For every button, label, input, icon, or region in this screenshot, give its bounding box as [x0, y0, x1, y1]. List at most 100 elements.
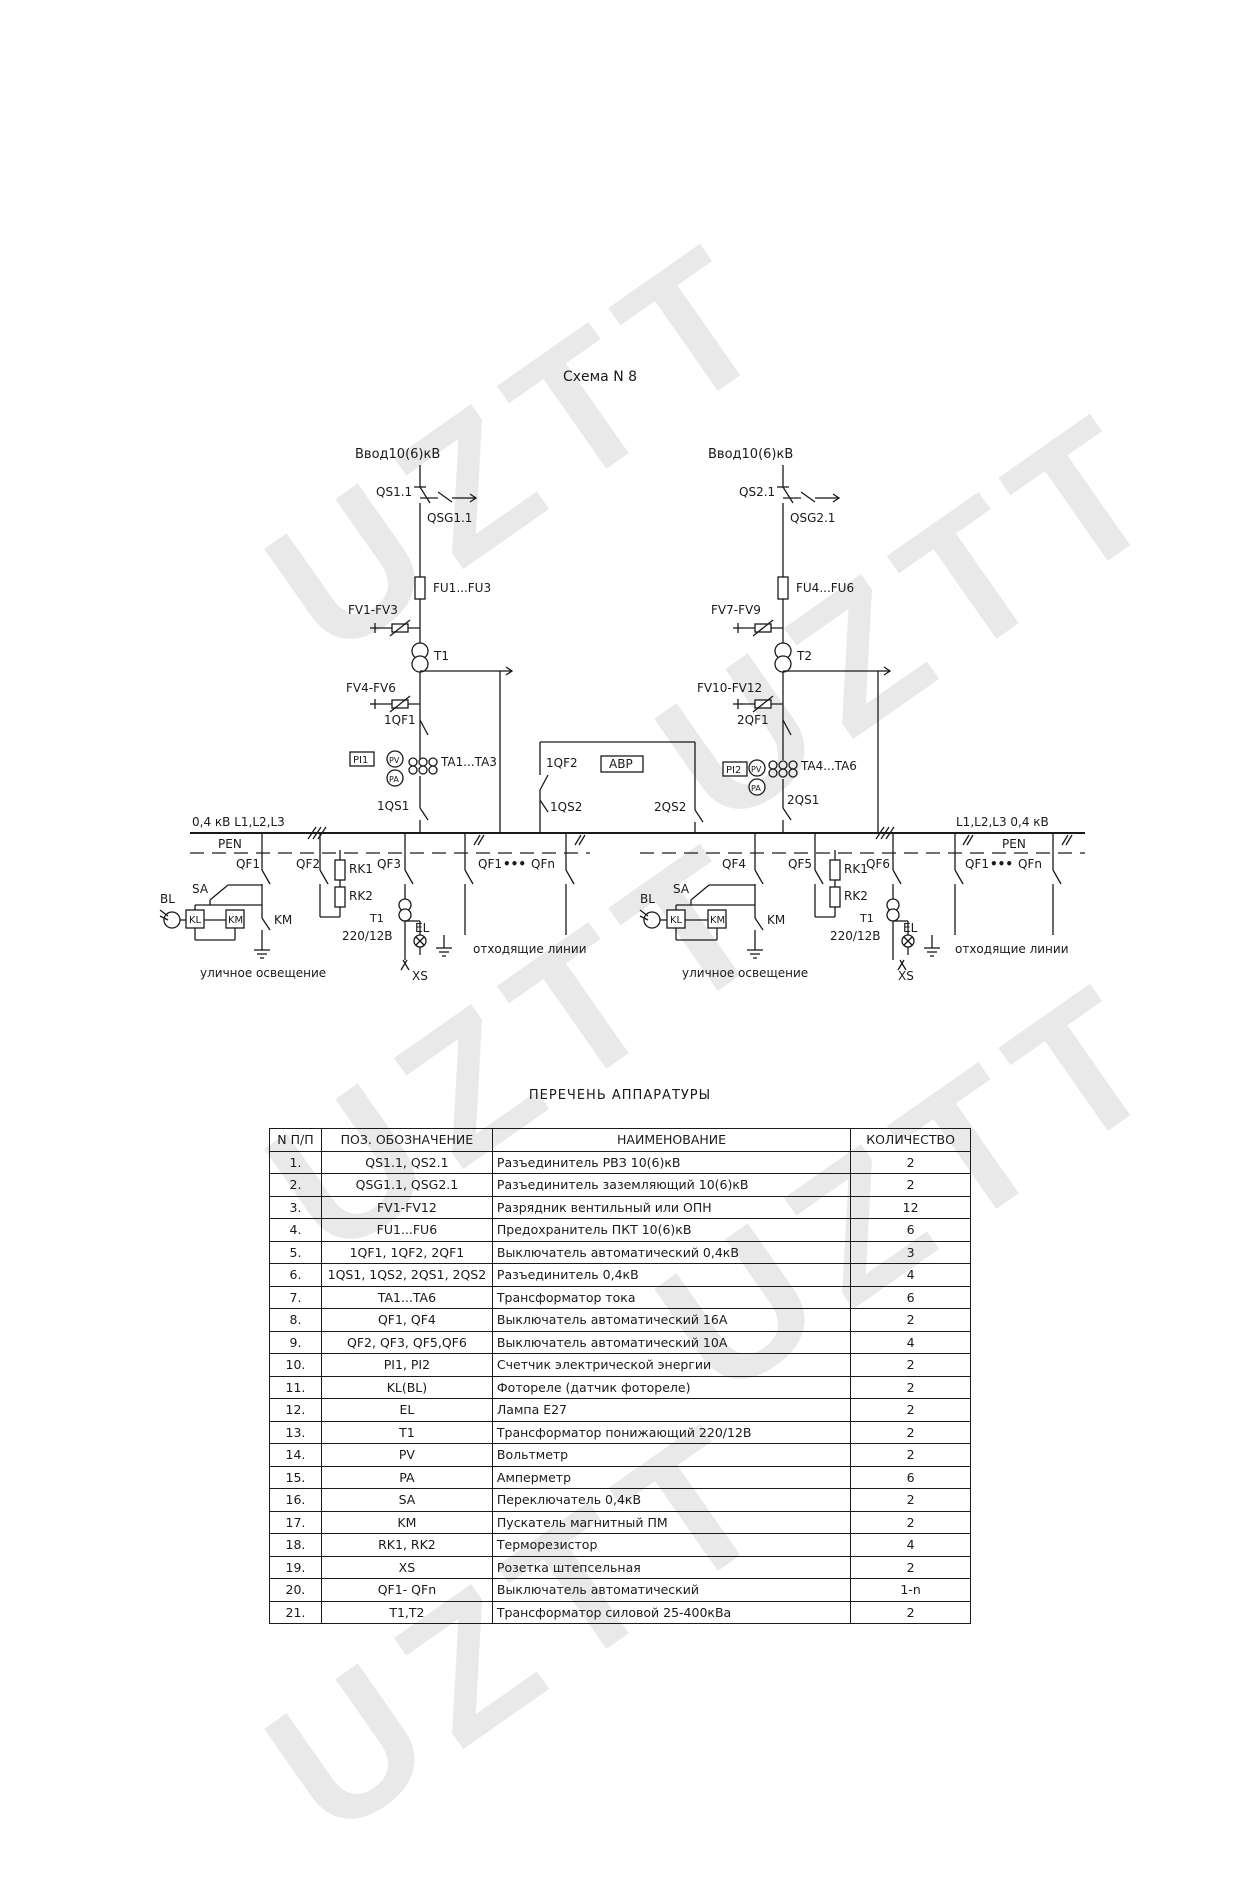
right-qs-bus-label: 2QS1 [787, 793, 819, 807]
cell-number: 7. [269, 1285, 322, 1309]
left-qsg-label: QSG1.1 [427, 511, 472, 525]
cell-designation: QS1.1, QS2.1 [320, 1150, 493, 1174]
cell-quantity: 2 [850, 1510, 971, 1534]
cell-quantity: 2 [850, 1308, 971, 1332]
right-t-small-rating: 220/12В [830, 929, 880, 943]
cell-quantity: 2 [850, 1398, 971, 1422]
right-street-label: уличное освещение [682, 966, 808, 980]
cell-name: Выключатель автоматический 16А [491, 1308, 852, 1332]
cell-quantity: 4 [850, 1330, 971, 1354]
cell-designation: QSG1.1, QSG2.1 [320, 1173, 493, 1197]
cell-designation: PA [320, 1465, 493, 1489]
cell-number: 19. [269, 1555, 322, 1579]
cell-designation: PI1, PI2 [320, 1353, 493, 1377]
cell-name: Амперметр [491, 1465, 852, 1489]
right-ta-label: TA4...TA6 [800, 759, 857, 773]
left-fv-out-label: FV4-FV6 [346, 681, 396, 695]
cell-designation: 1QF1, 1QF2, 2QF1 [320, 1240, 493, 1264]
cell-quantity: 1-n [850, 1578, 971, 1602]
left-qf-a-label: QF1 [236, 857, 260, 871]
right-qs-sect-label: 2QS2 [654, 800, 686, 814]
right-bl-label: BL [640, 892, 655, 906]
cell-designation: KM [320, 1510, 493, 1534]
left-qf-c-label: QF3 [377, 857, 401, 871]
bus-phase-marks [307, 826, 895, 840]
left-qf-sect-label: 1QF2 [546, 756, 578, 770]
right-section: Ввод10(6)кВ QS2.1 QSG2.1 FU4...FU6 FV7-F… [639, 447, 1073, 983]
left-qs-sect-label: 1QS2 [550, 800, 582, 814]
cell-quantity: 2 [850, 1173, 971, 1197]
cell-number: 15. [269, 1465, 322, 1489]
right-fv-in-label: FV7-FV9 [711, 603, 761, 617]
cell-quantity: 6 [850, 1465, 971, 1489]
left-qs-label: QS1.1 [376, 485, 412, 499]
cell-number: 3. [269, 1195, 322, 1219]
cell-name: Пускатель магнитный ПМ [491, 1510, 852, 1534]
cell-name: Трансформатор понижающий 220/12В [491, 1420, 852, 1444]
cell-designation: SA [320, 1488, 493, 1512]
left-rk1-label: RK1 [349, 862, 373, 876]
left-qf-out1-label: QF1 [478, 857, 502, 871]
left-qf-b-label: QF2 [296, 857, 320, 871]
right-qsg-label: QSG2.1 [790, 511, 835, 525]
header-name: НАИМЕНОВАНИЕ [491, 1128, 852, 1152]
left-dots: ••• [503, 857, 526, 871]
cell-name: Переключатель 0,4кВ [491, 1488, 852, 1512]
left-fv-in-label: FV1-FV3 [348, 603, 398, 617]
left-ammeter-label: PA [389, 775, 399, 784]
cell-name: Терморезистор [491, 1533, 852, 1557]
cell-designation: 1QS1, 1QS2, 2QS1, 2QS2 [320, 1263, 493, 1287]
left-street-label: уличное освещение [200, 966, 326, 980]
cell-name: Предохранитель ПКТ 10(6)кВ [491, 1218, 852, 1242]
cell-name: Разъединитель заземляющий 10(6)кВ [491, 1173, 852, 1197]
cell-quantity: 2 [850, 1375, 971, 1399]
cell-name: Выключатель автоматический 0,4кВ [491, 1240, 852, 1264]
header-number: N П/П [269, 1128, 322, 1152]
right-voltmeter-label: PV [751, 765, 762, 774]
cell-quantity: 4 [850, 1263, 971, 1287]
left-outgoing-label: отходящие линии [473, 942, 587, 956]
left-qf-outn-label: QFn [531, 857, 555, 871]
left-lamp-label: EL [415, 921, 430, 935]
left-qs-bus-label: 1QS1 [377, 799, 409, 813]
cell-number: 4. [269, 1218, 322, 1242]
left-kl-label: KL [189, 915, 202, 926]
right-meter-label: PI2 [726, 765, 741, 776]
table-row: 11.KL(BL)Фотореле (датчик фотореле)2 [269, 1375, 971, 1399]
right-current-transformers [768, 760, 798, 778]
left-t-small-label: T1 [369, 912, 384, 925]
cell-quantity: 2 [850, 1150, 971, 1174]
left-socket-label: XS [412, 969, 428, 983]
left-km-contact-label: KM [274, 913, 292, 927]
right-outgoing-label: отходящие линии [955, 942, 1069, 956]
cell-designation: T1 [320, 1420, 493, 1444]
cell-quantity: 2 [850, 1443, 971, 1467]
right-t-label: T2 [796, 649, 812, 663]
cell-name: Вольтметр [491, 1443, 852, 1467]
cell-quantity: 12 [850, 1195, 971, 1219]
cell-number: 17. [269, 1510, 322, 1534]
cell-number: 5. [269, 1240, 322, 1264]
cell-number: 11. [269, 1375, 322, 1399]
left-ta-label: TA1...TA3 [440, 755, 497, 769]
left-bl-label: BL [160, 892, 175, 906]
avr-label: АВР [609, 757, 633, 771]
left-current-transformers [408, 757, 438, 775]
cell-number: 21. [269, 1600, 322, 1624]
right-km-label: KM [710, 915, 725, 926]
cell-designation: TA1...TA6 [320, 1285, 493, 1309]
cell-quantity: 2 [850, 1420, 971, 1444]
cell-designation: QF1- QFn [320, 1578, 493, 1602]
left-fu-label: FU1...FU3 [433, 581, 491, 595]
cell-designation: FU1...FU6 [320, 1218, 493, 1242]
cell-designation: KL(BL) [320, 1375, 493, 1399]
